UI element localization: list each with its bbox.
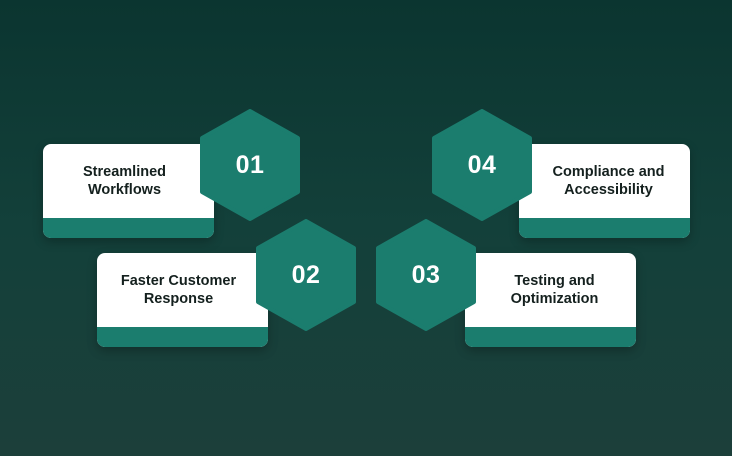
step-label-04-line1: Compliance and	[552, 164, 665, 180]
step-card-04-accent-bar	[519, 218, 690, 238]
step-card-02: Faster Customer Response	[97, 253, 268, 347]
step-card-02-accent-bar	[97, 327, 268, 347]
hexagon-shape	[256, 219, 356, 331]
step-label-04: Compliance and Accessibility	[533, 144, 684, 218]
step-hexagon-04: 04	[432, 109, 532, 221]
step-label-02-line1: Faster Customer	[120, 273, 237, 289]
step-number-01: 01	[235, 150, 265, 179]
step-hexagon-03: 03	[376, 219, 476, 331]
hexagon-shape	[200, 109, 300, 221]
step-card-03-accent-bar	[465, 327, 636, 347]
step-label-01: Streamlined Workflows	[49, 144, 200, 218]
step-label-03-line2: Optimization	[510, 291, 599, 307]
step-card-01-accent-bar	[43, 218, 214, 238]
step-number-02: 02	[291, 260, 321, 289]
hexagon-shape	[432, 109, 532, 221]
step-number-04: 04	[467, 150, 497, 179]
step-hexagon-02: 02	[256, 219, 356, 331]
step-number-03: 03	[411, 260, 441, 289]
step-label-01-line2: Workflows	[87, 182, 162, 198]
step-label-03-line1: Testing and	[514, 273, 595, 289]
step-label-04-line2: Accessibility	[564, 182, 653, 198]
step-label-03: Testing and Optimization	[479, 253, 630, 327]
step-card-01: Streamlined Workflows	[43, 144, 214, 238]
hexagon-shape	[376, 219, 476, 331]
step-label-02-line2: Response	[143, 291, 214, 307]
step-card-03: Testing and Optimization	[465, 253, 636, 347]
step-label-02: Faster Customer Response	[103, 253, 254, 327]
step-card-04: Compliance and Accessibility	[519, 144, 690, 238]
step-hexagon-01: 01	[200, 109, 300, 221]
step-label-01-line1: Streamlined	[83, 164, 166, 180]
